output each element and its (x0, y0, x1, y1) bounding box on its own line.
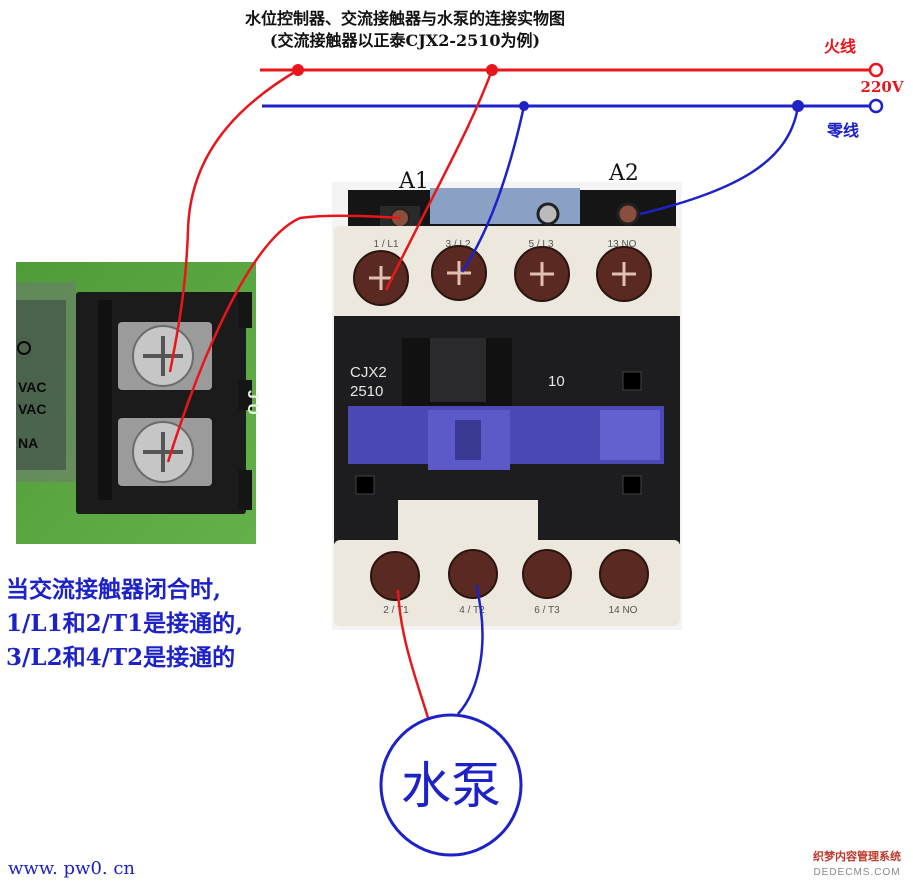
neutral-terminal (868, 98, 884, 114)
note-line2: 1/L1和2/T1是接通的, (6, 610, 243, 637)
title-line2: (交流接触器以正泰CJX2-2510为例) (270, 31, 540, 50)
wire-live-to-l1 (384, 69, 494, 291)
bottom-screw-1 (370, 551, 420, 601)
live-terminal (868, 62, 884, 78)
pump-label: 水泵 (401, 757, 501, 815)
board-vertical-text: J U (244, 390, 261, 415)
a1-label: A1 (398, 169, 429, 194)
terminal-label-top-2: 3 / L2 (445, 239, 470, 250)
wire-neutral-to-a2 (639, 105, 800, 216)
a2-label: A2 (608, 161, 639, 186)
website-link[interactable]: www. pw0. cn (8, 858, 135, 879)
note-line1: 当交流接触器闭合时, (6, 576, 221, 603)
coil-terminal-a1b (536, 202, 560, 226)
model-line2: 2510 (350, 383, 383, 400)
coil-terminal-a2 (616, 202, 640, 226)
wire-controller-to-a1 (166, 214, 401, 463)
terminal-label-top-4: 13 NO (608, 239, 637, 250)
note-line3: 3/L2和4/T2是接通的 (6, 644, 235, 671)
contactor-top-terminals (334, 226, 680, 318)
title-line1: 水位控制器、交流接触器与水泵的连接实物图 (245, 9, 565, 28)
terminal-label-top-1: 1 / L1 (373, 239, 398, 250)
ac-contactor: 1 / L1 3 / L2 5 / L3 13 NO CJX2 2510 10 (332, 182, 682, 630)
pump-circle (379, 713, 523, 857)
terminal-label-bottom-3: 6 / T3 (534, 605, 560, 616)
model-line1: CJX2 (350, 364, 387, 381)
terminal-label-top-3: 5 / L3 (528, 239, 553, 250)
neutral-label: 零线 (826, 121, 859, 140)
wire-neutral-to-l2 (460, 105, 526, 273)
junction-neutral-2 (792, 100, 804, 112)
controller-label-3: NA (18, 435, 38, 451)
wire-t1-to-pump (396, 589, 430, 719)
terminal-label-bottom-1: 2 / T1 (383, 605, 409, 616)
junction-neutral-1 (519, 101, 529, 111)
bottom-screw-4 (599, 549, 649, 599)
wire-live-to-controller (168, 68, 299, 373)
junction-live-2 (486, 64, 498, 76)
watermark-line1: 织梦内容管理系统 (813, 849, 901, 863)
wire-t2-to-pump (457, 584, 484, 715)
controller-label-1: VAC (18, 379, 47, 395)
watermark-line2: DEDECMS.COM (813, 867, 900, 878)
junction-live-1 (292, 64, 304, 76)
terminal-label-bottom-2: 4 / T2 (459, 605, 485, 616)
controller-label-2: VAC (18, 401, 47, 417)
voltage-label: 220V (861, 78, 904, 96)
terminal-label-bottom-4: 14 NO (609, 605, 638, 616)
bottom-screw-3 (522, 549, 572, 599)
bottom-screw-2 (448, 549, 498, 599)
rating-label: 10 (548, 373, 565, 390)
water-level-controller: VAC VAC NA J U (16, 262, 261, 544)
contactor-bottom-terminals (334, 540, 680, 626)
live-label: 火线 (824, 37, 856, 56)
